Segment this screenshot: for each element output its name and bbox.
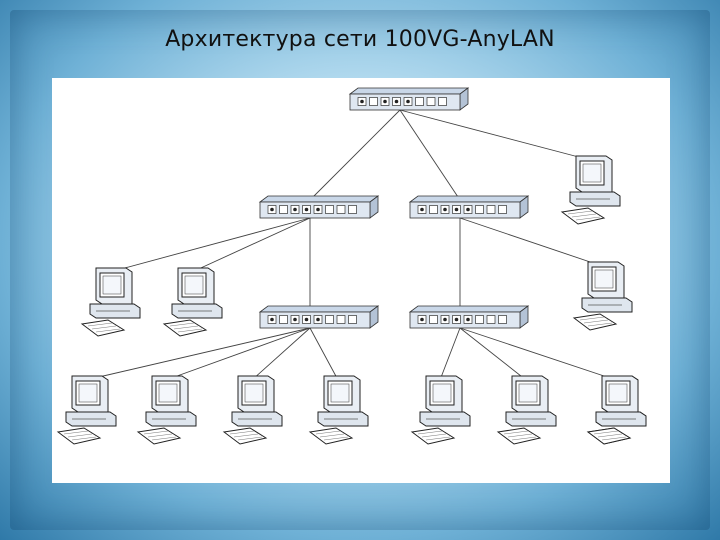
connection-line [399,109,591,161]
computer-icon [162,267,223,337]
computer-icon [136,375,197,445]
slide-title: Архитектура сети 100VG-AnyLAN [165,27,555,52]
computer-icon [586,375,647,445]
computer-icon [496,375,557,445]
root-hub-hub-icon [348,87,470,111]
computer-icon [80,267,141,337]
connection-lines [85,109,617,381]
connection-line [309,109,401,201]
connection-line [165,327,311,381]
connection-line [459,217,603,267]
connection-line [191,217,311,273]
connection-line [439,327,461,381]
connection-line [399,109,461,201]
computer-icon [56,375,117,445]
computer-icon [308,375,369,445]
computer-icon [410,375,471,445]
network-diagram-svg [56,87,647,445]
connection-line [309,327,339,381]
hub-level2-right-hub-icon [408,195,530,219]
hub-level3-left-hub-icon [258,305,380,329]
hub-level3-right-hub-icon [408,305,530,329]
network-diagram [52,78,670,483]
hub-level2-left-hub-icon [258,195,380,219]
computer-icon [560,155,621,225]
connection-line [85,327,311,381]
computer-icon [572,261,633,331]
connection-line [251,327,311,381]
connection-line [109,217,311,273]
connection-line [459,327,527,381]
connection-line [459,327,617,381]
computer-icon [222,375,283,445]
